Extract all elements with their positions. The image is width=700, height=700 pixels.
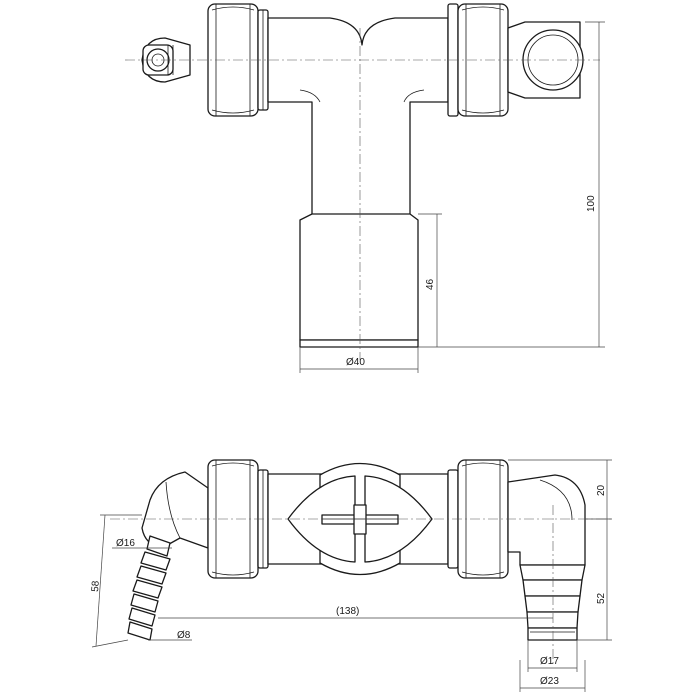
right-elbow (507, 474, 586, 641)
dimension-hose-inner: Ø8 (148, 630, 192, 641)
plan-view: 20 52 58 Ø16 Ø8 (138) (90, 459, 612, 692)
dimension-left-height: 58 (90, 514, 142, 648)
dimension-label: Ø40 (346, 357, 365, 368)
dimension-right-height: 52 (577, 519, 612, 641)
dimension-socket-height: 46 (418, 213, 442, 347)
left-elbow-hose (127, 471, 209, 641)
dimension-label: (138) (336, 606, 359, 617)
dimension-hose-diameter: Ø16 (112, 538, 172, 549)
dimension-label: 58 (90, 580, 102, 592)
front-view: 100 46 Ø40 (125, 3, 605, 373)
dimension-center-distance: (138) (158, 606, 553, 619)
dimension-socket-diameter: Ø40 (299, 347, 419, 373)
dimension-label: 100 (586, 195, 597, 212)
dimension-top-offset: 20 (508, 459, 612, 520)
dimension-height-top: 100 (418, 21, 605, 348)
dimension-label: Ø16 (116, 538, 135, 549)
dimension-label: 46 (425, 278, 436, 290)
dimension-label: Ø23 (540, 676, 559, 687)
dimension-label: Ø17 (540, 656, 559, 667)
dimension-label: 52 (596, 592, 607, 604)
dimension-label: Ø8 (177, 630, 191, 641)
socket (299, 213, 419, 348)
dimension-outlet-outer: Ø23 (519, 660, 586, 692)
dimension-label: 20 (596, 484, 607, 496)
dimension-outlet-inner: Ø17 (527, 640, 578, 672)
